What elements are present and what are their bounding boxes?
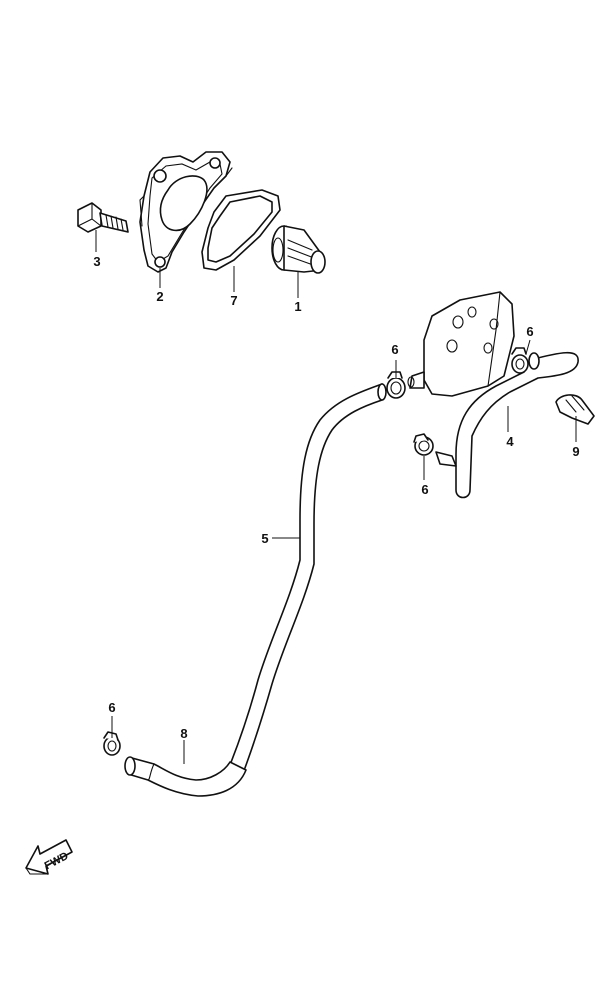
fwd-arrow-icon	[25, 839, 73, 875]
part-4-housing-with-hose	[407, 291, 579, 499]
part-6-clamp-lower	[103, 731, 121, 756]
part-8-elbow-hose	[124, 756, 247, 797]
leader-lines	[95, 230, 577, 764]
part-3-bolt	[77, 202, 129, 233]
callout-6-upper-right: 6	[526, 324, 533, 339]
part-6-clamp-upper-left	[386, 371, 406, 399]
part-5-long-hose	[227, 383, 387, 777]
part-6-clamp-middle	[413, 433, 434, 456]
part-2-thermostat-cover	[139, 151, 233, 273]
callout-3: 3	[93, 254, 100, 269]
callout-6-middle: 6	[421, 482, 428, 497]
part-9-clip	[555, 394, 595, 425]
callout-7: 7	[230, 293, 237, 308]
part-1-thermostat	[271, 225, 326, 274]
callout-8: 8	[180, 726, 187, 741]
callout-6-lower: 6	[108, 700, 115, 715]
callout-9: 9	[572, 444, 579, 459]
part-7-gasket	[201, 189, 281, 271]
callout-1: 1	[294, 299, 301, 314]
callout-4: 4	[506, 434, 514, 449]
callout-6-upper-left: 6	[391, 342, 398, 357]
callout-5: 5	[261, 531, 268, 546]
callout-2: 2	[156, 289, 163, 304]
part-6-clamp-upper-right	[511, 347, 529, 374]
